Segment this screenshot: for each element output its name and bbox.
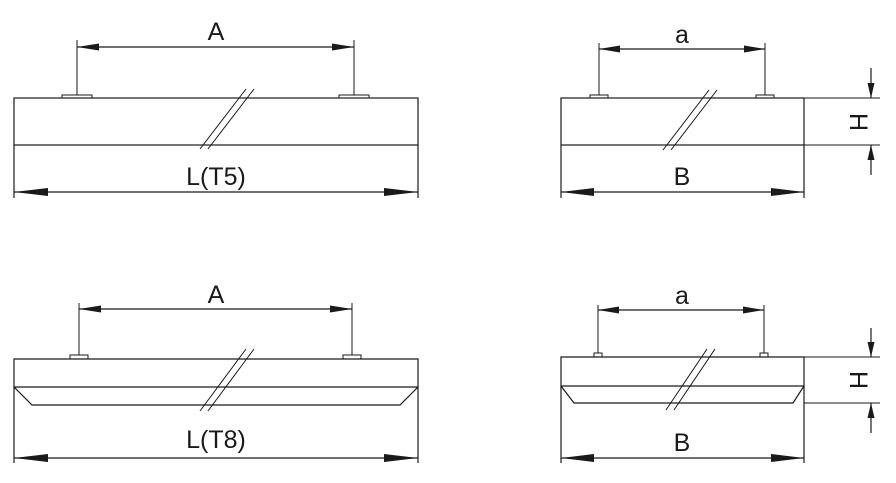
t5-H-arrow-bottom	[867, 145, 875, 160]
t5-A-arrow-right	[332, 43, 354, 51]
t8-B-arrow-left	[561, 454, 594, 462]
t5-side-view: A L(T5)	[13, 18, 419, 198]
t5-A-label: A	[208, 18, 225, 46]
t8-break-line-2	[207, 348, 255, 412]
t8-A-arrow-left	[79, 305, 101, 313]
t8-side-view: A L(T8)	[13, 281, 419, 463]
t8-H-label: H	[844, 371, 872, 389]
t8-a-label: a	[675, 282, 689, 310]
t8-end-break-line-2	[673, 348, 716, 411]
t8-end-view: a B H	[560, 282, 880, 463]
t5-end-break-line-2	[670, 89, 718, 151]
t5-break-line-2	[207, 88, 255, 150]
t5-end-view: a B H	[560, 21, 880, 198]
t5-break-line-1	[199, 88, 247, 150]
t8-a-arrow-left	[598, 306, 619, 314]
t8-L-arrow-left	[14, 454, 48, 462]
t5-H-arrow-top	[867, 83, 875, 98]
t5-L-label: L(T5)	[186, 163, 246, 191]
t5-mount-left	[61, 94, 93, 99]
t5-end-mount-left	[589, 94, 609, 99]
t5-body	[13, 97, 419, 146]
t5-B-arrow-left	[561, 188, 594, 196]
t5-B-label: B	[674, 163, 691, 191]
t5-B-arrow-right	[771, 188, 804, 196]
t5-a-arrow-left	[599, 45, 620, 53]
t8-end-break-line-1	[665, 348, 708, 411]
t8-break-line-1	[199, 348, 247, 412]
t5-mount-right	[338, 94, 370, 99]
t8-body	[13, 358, 419, 406]
t8-H-arrow-top	[867, 342, 875, 357]
t5-L-arrow-left	[14, 188, 48, 196]
t8-A-arrow-right	[330, 305, 352, 313]
t8-H-arrow-bottom	[867, 403, 875, 418]
t8-L-arrow-right	[384, 454, 418, 462]
t8-L-label: L(T8)	[186, 426, 246, 454]
t8-A-label: A	[208, 281, 225, 309]
t5-A-arrow-left	[77, 43, 99, 51]
t5-a-arrow-right	[744, 45, 765, 53]
t5-L-arrow-right	[384, 188, 418, 196]
t5-end-mount-right	[755, 94, 775, 99]
t5-end-body	[560, 97, 805, 146]
t8-end-body	[560, 356, 805, 404]
t5-end-break-line-1	[662, 89, 710, 151]
t8-B-label: B	[674, 429, 691, 457]
t5-H-label: H	[844, 113, 872, 131]
t8-B-arrow-right	[771, 454, 804, 462]
t5-a-label: a	[675, 21, 689, 49]
t8-a-arrow-right	[743, 306, 764, 314]
